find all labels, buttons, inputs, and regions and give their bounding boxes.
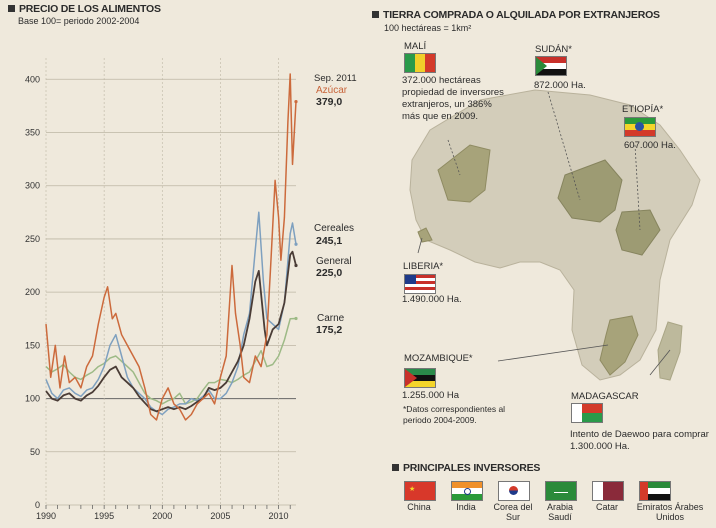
y-tick-label: 300 bbox=[25, 181, 40, 191]
map-title: TIERRA COMPRADA O ALQUILADA POR EXTRANJE… bbox=[372, 9, 660, 21]
series-label-cereales: Cereales bbox=[314, 223, 355, 234]
country-text-madagascar: Intento de Daewoo para comprar 1.300.000… bbox=[570, 429, 709, 452]
x-tick-label: 2000 bbox=[152, 511, 172, 521]
ethiopia-flag-icon bbox=[624, 117, 656, 137]
x-tick-label: 1995 bbox=[94, 511, 114, 521]
y-tick-label: 200 bbox=[25, 287, 40, 297]
series-value-carne: 175,2 bbox=[316, 324, 343, 336]
series-line-cereales bbox=[45, 211, 297, 416]
y-tick-label: 0 bbox=[35, 500, 40, 510]
qatar-flag-icon bbox=[592, 481, 624, 501]
investor-china: China bbox=[407, 502, 431, 512]
mali-flag-icon bbox=[404, 53, 436, 73]
saudi-flag-icon bbox=[545, 481, 577, 501]
series-label-carne: Carne bbox=[317, 313, 345, 324]
series-value-general: 225,0 bbox=[316, 267, 343, 279]
food-price-chart: 0 50 100 150 200 250 300 350 400 1990 1995 2000 2005… bbox=[25, 58, 298, 521]
series-end-point bbox=[294, 242, 298, 246]
madagascar-land bbox=[657, 321, 683, 381]
x-gridlines bbox=[45, 58, 291, 509]
sudan-region bbox=[557, 159, 623, 223]
end-label-header: Sep. 2011 bbox=[314, 73, 357, 84]
sudan-flag-icon bbox=[535, 56, 567, 76]
korea-flag-icon bbox=[498, 481, 530, 501]
leader-sudan bbox=[547, 91, 581, 201]
series-end-point bbox=[294, 263, 298, 268]
series-end-point bbox=[294, 100, 298, 104]
liberia-flag-icon bbox=[404, 274, 436, 294]
country-text-liberia: 1.490.000 Ha. bbox=[402, 294, 462, 305]
investor-india: India bbox=[456, 502, 476, 512]
country-name-sudan: SUDÁN* bbox=[535, 44, 572, 55]
mozambique-region bbox=[599, 315, 639, 376]
country-text-sudan: 872.000 Ha. bbox=[534, 80, 586, 91]
x-tick-label: 2010 bbox=[269, 511, 289, 521]
y-gridlines bbox=[46, 78, 296, 506]
uae-flag-icon bbox=[639, 481, 671, 501]
country-text-mali: 372.000 hectáreas propiedad de inversore… bbox=[402, 75, 504, 122]
y-tick-label: 50 bbox=[30, 447, 40, 457]
y-tick-label: 250 bbox=[25, 234, 40, 244]
leader-mozambique bbox=[497, 344, 609, 362]
mozambique-flag-icon bbox=[404, 368, 436, 388]
x-tick-label: 1990 bbox=[36, 511, 56, 521]
country-name-liberia: LIBERIA* bbox=[403, 261, 444, 272]
bullet-square-icon bbox=[8, 5, 15, 12]
map-footnote: *Datos correspondientes al periodo 2004-… bbox=[403, 404, 506, 425]
investors-title: PRINCIPALES INVERSORES bbox=[392, 462, 540, 474]
country-text-mozambique: 1.255.000 Ha bbox=[402, 390, 460, 401]
leader-liberia bbox=[417, 237, 423, 254]
madagascar-flag-icon bbox=[571, 403, 603, 423]
china-flag-icon: ★ bbox=[404, 481, 436, 501]
series-label-general: General bbox=[316, 256, 352, 267]
leader-madagascar bbox=[649, 349, 671, 376]
investor-saudi: Arabia Saudí bbox=[546, 502, 573, 522]
bullet-square-icon bbox=[392, 464, 399, 471]
chart-subtitle: Base 100= periodo 2002-2004 bbox=[18, 16, 140, 26]
india-flag-icon bbox=[451, 481, 483, 501]
y-tick-label: 100 bbox=[25, 394, 40, 404]
ethiopia-region bbox=[615, 209, 661, 256]
country-text-ethiopia: 607.000 Ha. bbox=[624, 140, 676, 151]
country-name-madagascar: MADAGASCAR bbox=[571, 391, 639, 402]
series-value-azucar: 379,0 bbox=[316, 96, 343, 108]
investor-qatar: Catar bbox=[595, 502, 618, 512]
y-tick-label: 150 bbox=[25, 340, 40, 350]
y-tick-label: 400 bbox=[25, 74, 40, 84]
map-scale-note: 100 hectáreas = 1km² bbox=[384, 23, 472, 33]
investor-korea: Corea del Sur bbox=[493, 502, 533, 522]
y-tick-label: 350 bbox=[25, 128, 40, 138]
series-end-point bbox=[294, 316, 298, 321]
chart-series bbox=[45, 73, 298, 421]
mali-region bbox=[437, 144, 491, 203]
chart-ticks: 0 50 100 150 200 250 300 350 400 1990 1995 2000 2005… bbox=[25, 74, 289, 521]
chart-title: PRECIO DE LOS ALIMENTOS bbox=[8, 3, 161, 15]
bullet-square-icon bbox=[372, 11, 379, 18]
series-value-cereales: 245,1 bbox=[316, 235, 343, 247]
investor-uae: Emiratos Árabes Unidos bbox=[636, 502, 704, 522]
country-name-mozambique: MOZAMBIQUE* bbox=[404, 353, 473, 364]
country-name-mali: MALÍ bbox=[404, 41, 427, 52]
country-name-ethiopia: ETIOPÍA* bbox=[622, 104, 664, 115]
series-line-general bbox=[45, 250, 297, 413]
series-line-azcar bbox=[45, 73, 297, 421]
series-label-azucar: Azúcar bbox=[316, 85, 348, 96]
x-tick-label: 2005 bbox=[210, 511, 230, 521]
